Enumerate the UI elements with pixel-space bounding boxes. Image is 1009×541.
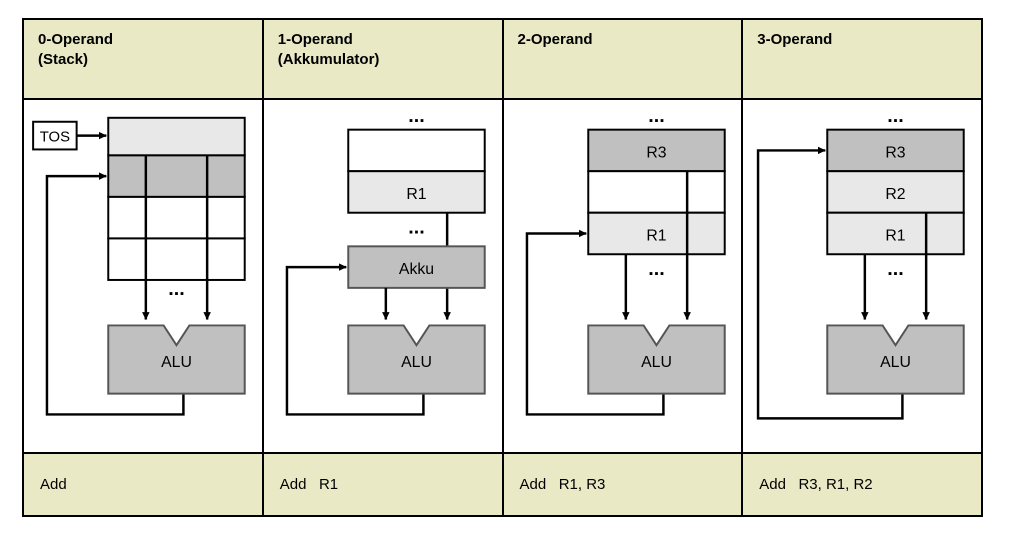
operand-bus-lines bbox=[142, 155, 211, 321]
diagram-cell-2-operand: ... R3 R1 ... bbox=[503, 100, 744, 452]
instruction-cell-0-operand: Add bbox=[24, 454, 264, 515]
register-cell-empty bbox=[347, 128, 486, 173]
table-footer-row: Add Add R1 Add R1, R3 Add R3, R1, R2 bbox=[24, 452, 981, 515]
diagram-cell-1-operand: ... R1 ... Akku bbox=[263, 100, 504, 452]
stack-cell-3 bbox=[107, 195, 246, 240]
alu-label: ALU bbox=[641, 354, 672, 371]
three-operand-machine-diagram: ... R3 R2 R1 ... bbox=[757, 105, 965, 420]
accumulator-label: Akku bbox=[399, 261, 434, 278]
header-cell-0-operand: 0-Operand (Stack) bbox=[24, 20, 264, 98]
alu-writeback-path bbox=[525, 229, 665, 416]
alu-writeback-path bbox=[285, 263, 425, 416]
stack-cell-tos bbox=[107, 116, 246, 157]
diagram-cell-3-operand: ... R3 R2 R1 ... bbox=[743, 100, 981, 452]
alu-block: ALU bbox=[826, 324, 965, 395]
register-file-ellipsis-top: ... bbox=[888, 105, 904, 127]
alu-block: ALU bbox=[107, 324, 246, 395]
register-cell-r1 bbox=[347, 170, 486, 214]
diagram-cell-0-operand: ... TOS ALU bbox=[24, 100, 264, 452]
register-file-ellipsis-bottom: ... bbox=[888, 258, 904, 280]
register-file-box: R1 bbox=[347, 128, 486, 214]
register-cell-r1-label: R1 bbox=[646, 227, 666, 244]
alu-block: ALU bbox=[586, 324, 726, 395]
register-file-ellipsis-bottom: ... bbox=[648, 258, 664, 280]
alu-label: ALU bbox=[161, 354, 192, 371]
header-cell-2-operand: 2-Operand bbox=[503, 20, 744, 98]
register-cell-r2-label: R2 bbox=[886, 186, 906, 203]
register-cell-r1-label: R1 bbox=[406, 186, 426, 203]
alu-label: ALU bbox=[880, 354, 911, 371]
alu-label: ALU bbox=[401, 354, 432, 371]
register-cell-r1-label: R1 bbox=[886, 227, 906, 244]
register-file-box: R3 R2 R1 bbox=[826, 128, 965, 256]
alu-block: ALU bbox=[347, 324, 486, 395]
table-header-row: 0-Operand (Stack) 1-Operand (Akkumulator… bbox=[24, 20, 981, 100]
register-file-box: R3 R1 bbox=[586, 128, 726, 256]
header-cell-1-operand: 1-Operand (Akkumulator) bbox=[263, 20, 504, 98]
register-cell-r1 bbox=[586, 211, 726, 256]
stack-cell-second bbox=[107, 154, 246, 198]
accumulator-machine-diagram: ... R1 ... Akku bbox=[285, 105, 486, 416]
stack-cell-4 bbox=[107, 237, 246, 281]
stack-machine-diagram: ... TOS ALU bbox=[32, 116, 246, 416]
register-cell-r3 bbox=[826, 128, 965, 173]
stack-ellipsis: ... bbox=[168, 278, 184, 300]
instruction-cell-3-operand: Add R3, R1, R2 bbox=[743, 454, 981, 515]
register-file-ellipsis-bottom: ... bbox=[408, 216, 424, 238]
register-cell-r2 bbox=[826, 170, 965, 214]
register-cell-r3-label: R3 bbox=[886, 144, 906, 161]
accumulator-block: Akku bbox=[347, 245, 486, 289]
instruction-cell-1-operand: Add R1 bbox=[263, 454, 504, 515]
alu-writeback-path bbox=[45, 172, 185, 416]
register-file-ellipsis-top: ... bbox=[408, 105, 424, 127]
tos-pointer-label: TOS bbox=[40, 130, 70, 146]
register-cell-r1 bbox=[826, 211, 965, 256]
two-operand-machine-diagram: ... R3 R1 ... bbox=[525, 105, 726, 416]
stack-box bbox=[107, 116, 246, 281]
instruction-cell-2-operand: Add R1, R3 bbox=[503, 454, 744, 515]
alu-writeback-path bbox=[757, 146, 904, 420]
register-cell-empty bbox=[586, 170, 726, 214]
register-file-ellipsis-top: ... bbox=[648, 105, 664, 127]
register-cell-r3-label: R3 bbox=[646, 144, 666, 161]
header-cell-3-operand: 3-Operand bbox=[743, 20, 981, 98]
operand-schemes-table: 0-Operand (Stack) 1-Operand (Akkumulator… bbox=[22, 18, 983, 517]
table-body-row: ... TOS ALU bbox=[24, 100, 981, 452]
